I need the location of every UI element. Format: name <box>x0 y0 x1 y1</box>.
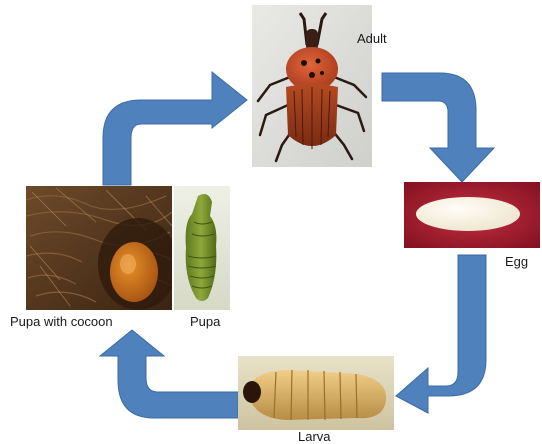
label-adult: Adult <box>357 31 387 46</box>
label-larva: Larva <box>298 429 331 444</box>
pupa-photo <box>174 186 230 310</box>
label-egg: Egg <box>505 254 528 269</box>
label-pupa: Pupa <box>190 314 220 329</box>
label-pupa-with-cocoon: Pupa with cocoon <box>10 314 113 329</box>
arrow-larva-to-pupa <box>100 330 238 418</box>
egg-photo <box>404 182 540 248</box>
arrow-egg-to-larva <box>396 255 486 413</box>
arrow-adult-to-egg <box>382 73 494 182</box>
arrow-pupa-to-adult <box>103 72 247 185</box>
larva-photo <box>238 356 394 430</box>
adult-weevil-photo <box>252 5 372 167</box>
pupa-cocoon-photo <box>26 186 172 310</box>
